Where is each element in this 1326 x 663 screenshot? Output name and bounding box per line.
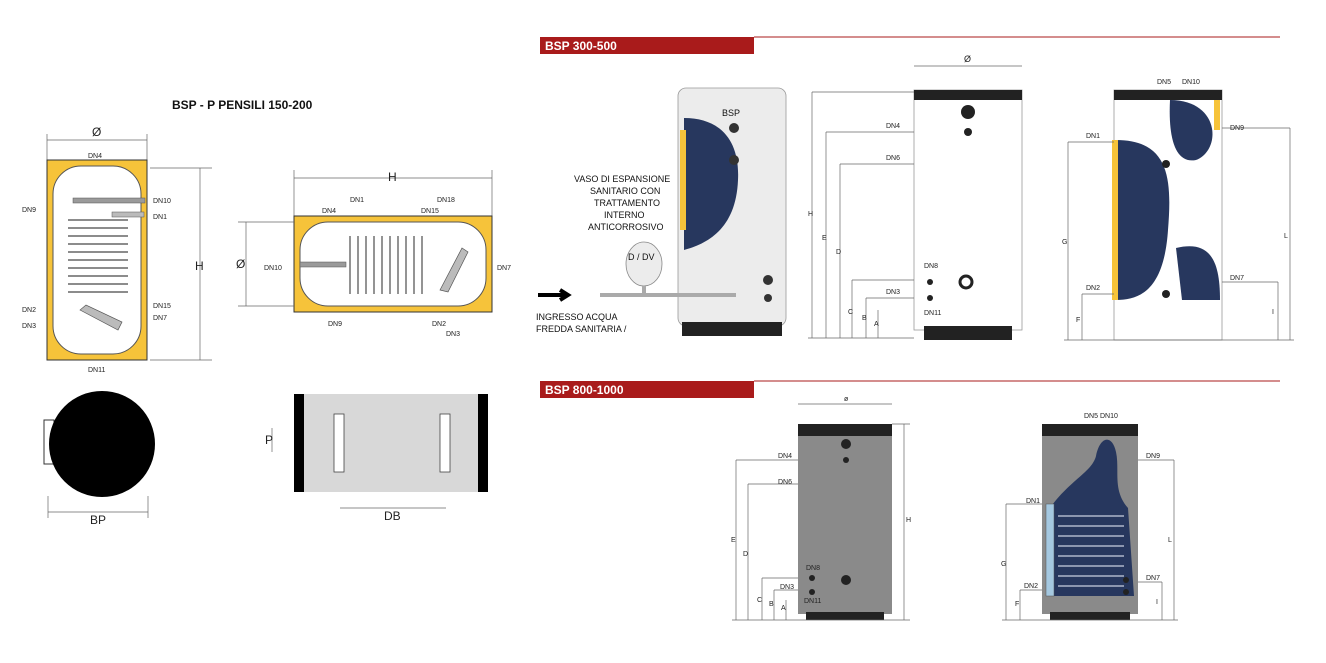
cut-800-conn-label: DN5: [1084, 413, 1098, 420]
inlet-line: FREDDA SANITARIA /: [536, 324, 627, 334]
conn-label: DN15: [421, 208, 439, 215]
conn-label: DN4: [88, 153, 102, 160]
front-800-conn-label: DN8: [806, 565, 820, 572]
front-conn-label: DN3: [886, 289, 900, 296]
conn-label: DN10: [264, 265, 282, 272]
caption-line: TRATTAMENTO: [594, 198, 660, 208]
left-title: BSP - P PENSILI 150-200: [172, 98, 313, 112]
side-view-db-label: DB: [384, 509, 401, 523]
front-conn-label: DN11: [924, 310, 941, 317]
cut-conn-label: DN9: [1230, 125, 1244, 132]
conn-label: DN3: [446, 331, 460, 338]
front-800-dim-label: H: [906, 517, 911, 524]
bsp-300-front-view: Ø DN4 DN6 DN8 DN3 DN11 H E D C: [808, 54, 1023, 340]
conn-label: DN3: [22, 323, 36, 330]
conn-label: DN9: [22, 207, 36, 214]
front-800-diameter-label: ø: [844, 396, 849, 403]
front-800-dim-label: C: [757, 597, 762, 604]
cut-800-conn-label: DN9: [1146, 453, 1160, 460]
cut-800-dim-label: G: [1001, 561, 1006, 568]
conn-label: DN15: [153, 303, 171, 310]
cut-800-conn-label: DN7: [1146, 575, 1160, 582]
front-800-dim-label: B: [769, 601, 774, 608]
front-800-conn-label: DN11: [804, 598, 821, 605]
front-800-conn-label: DN3: [780, 584, 794, 591]
front-conn-label: DN4: [886, 123, 900, 130]
front-diameter-label: Ø: [964, 54, 971, 64]
cut-dim-label: F: [1076, 317, 1080, 324]
bsp-300-cutaway-view: DN5 DN10 DN1 DN9 DN2 DN7 G F L I: [1062, 79, 1294, 341]
cut-dim-label: I: [1272, 309, 1274, 316]
conn-label: DN18: [437, 197, 455, 204]
front-dim-label: E: [822, 235, 827, 242]
front-dim-label: B: [862, 315, 867, 322]
cut-800-conn-label: DN2: [1024, 583, 1038, 590]
section-800-header: BSP 800-1000: [540, 380, 1280, 398]
section-300-header: BSP 300-500: [540, 36, 1280, 54]
cut-conn-label: DN7: [1230, 275, 1244, 282]
front-dim-label: H: [808, 211, 813, 218]
front-dim-label: A: [874, 321, 879, 328]
front-dim-label: C: [848, 309, 853, 316]
horizontal-tank-diagram: H Ø DN1 DN18 DN4 DN15 DN10 DN7 DN9 DN2 D…: [236, 170, 511, 338]
front-conn-label: DN8: [924, 263, 938, 270]
conn-label: DN7: [497, 265, 511, 272]
inlet-line: INGRESSO ACQUA: [536, 312, 618, 322]
caption-line: ANTICORROSIVO: [588, 222, 664, 232]
cut-800-dim-label: I: [1156, 599, 1158, 606]
conn-label: DN7: [153, 315, 167, 322]
front-conn-label: DN6: [886, 155, 900, 162]
expansion-caption: VASO DI ESPANSIONE SANITARIO CON TRATTAM…: [574, 174, 670, 232]
bsp-300-product-render: BSP: [677, 87, 787, 336]
top-view-label: BP: [90, 513, 106, 527]
conn-label: DN2: [432, 321, 446, 328]
side-view-p-label: P: [265, 433, 273, 447]
bsp-800-front-view: ø DN4 DN6 DN8 DN3 DN11 H E D C: [731, 396, 911, 621]
cut-conn-label: DN2: [1086, 285, 1100, 292]
front-800-dim-label: A: [781, 605, 786, 612]
front-800-dim-label: E: [731, 537, 736, 544]
expansion-vessel: D / DV INGRESSO ACQUA FREDDA SANITARIA /: [536, 241, 736, 334]
section-300-title: BSP 300-500: [545, 39, 617, 53]
conn-label: DN4: [322, 208, 336, 215]
section-800-title: BSP 800-1000: [545, 383, 624, 397]
horizontal-diameter-label: Ø: [236, 257, 245, 271]
cut-800-dim-label: F: [1015, 601, 1019, 608]
conn-label: DN1: [350, 197, 364, 204]
caption-line: VASO DI ESPANSIONE: [574, 174, 670, 184]
cut-800-dim-label: L: [1168, 537, 1172, 544]
conn-label: DN10: [153, 198, 171, 205]
cut-conn-label: DN5: [1157, 79, 1171, 86]
front-800-conn-label: DN6: [778, 479, 792, 486]
vertical-tank-diagram: Ø H DN4 DN9 DN10 DN1 DN2 DN15 DN3 DN7 DN…: [22, 125, 212, 374]
front-800-conn-label: DN4: [778, 453, 792, 460]
conn-label: DN9: [328, 321, 342, 328]
vertical-height-label: H: [195, 259, 204, 273]
cut-conn-label: DN1: [1086, 133, 1100, 140]
cut-conn-label: DN10: [1182, 79, 1200, 86]
front-dim-label: D: [836, 249, 841, 256]
cut-800-conn-label: DN10: [1100, 413, 1118, 420]
front-800-dim-label: D: [743, 551, 748, 558]
cut-dim-label: G: [1062, 239, 1067, 246]
vessel-label: D / DV: [628, 252, 655, 262]
bsp-800-cutaway-view: DN5 DN10 DN9 DN1 DN2 DN7 G F L I: [1001, 413, 1178, 621]
conn-label: DN1: [153, 214, 167, 221]
product-label: BSP: [722, 108, 740, 118]
caption-line: SANITARIO CON: [590, 186, 660, 196]
conn-label: DN2: [22, 307, 36, 314]
conn-label: DN11: [88, 367, 105, 374]
cut-800-conn-label: DN1: [1026, 498, 1040, 505]
caption-line: INTERNO: [604, 210, 645, 220]
side-view-diagram: P DB: [265, 394, 488, 523]
top-view-diagram: BP: [43, 391, 155, 527]
cut-dim-label: L: [1284, 233, 1288, 240]
horizontal-height-label: H: [388, 170, 397, 184]
vertical-diameter-label: Ø: [92, 125, 101, 139]
